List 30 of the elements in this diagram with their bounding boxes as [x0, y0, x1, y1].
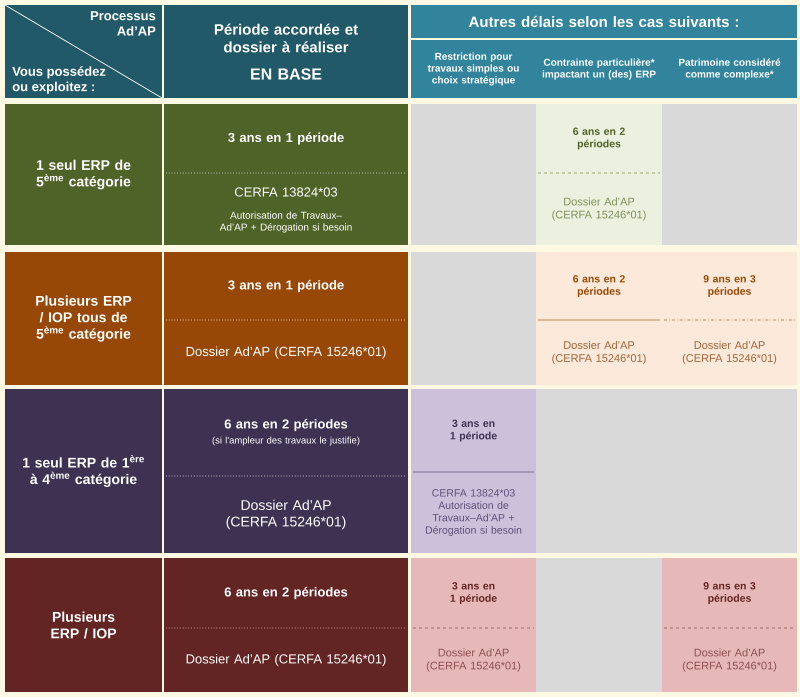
- header-cell: Autres délais selon les cas suivants :: [411, 5, 797, 38]
- header-cell: Période accordée et dossier à réaliser EN BASE: [164, 5, 408, 98]
- table-cell: 6 ans en 2 périodes (si l'ampleur des travaux le justifie): [164, 389, 408, 476]
- table-cell: Dossier Ad’AP (CERFA 15246*01): [662, 628, 797, 692]
- table-cell: CERFA 13824*03 Autorisation de Travaux–Ad’AP + Dérogation si besoin: [411, 472, 536, 553]
- header-cell: Processus Ad’AP Vous possédez ou exploitez :: [5, 5, 162, 98]
- table-cell: 1 seul ERP de 5$^{ème}$ catégorie: [5, 104, 162, 245]
- table-cell: Plusieurs ERP / IOP: [5, 558, 162, 692]
- header-cell: Contrainte particulière* impactant un (des) ERP: [536, 40, 662, 98]
- table-cell: 6 ans en 2 périodes: [536, 104, 662, 173]
- header-cell: Patrimoine considéré comme complexe*: [662, 40, 797, 98]
- table-cell: 6 ans en 2 périodes: [536, 252, 662, 320]
- table-cell: 1 seul ERP de 1$^{ère}$ à 4$^{ème}$ catégorie: [5, 389, 162, 553]
- table-cell: Dossier Ad’AP (CERFA 15246*01): [164, 628, 408, 692]
- table-cell: Dossier Ad’AP (CERFA 15246*01): [536, 320, 662, 385]
- table-cell: 9 ans en 3 périodes: [662, 558, 797, 628]
- table-cell: 9 ans en 3 périodes: [662, 252, 797, 320]
- table-cell: CERFA 13824*03 Autorisation de Travaux–Ad’AP + Dérogation si besoin: [164, 173, 408, 245]
- table-cell: 3 ans en 1 période: [411, 389, 536, 472]
- table-cell: Dossier Ad’AP (CERFA 15246*01): [536, 173, 662, 245]
- table-cell: 3 ans en 1 période: [164, 104, 408, 173]
- table-cell: Dossier Ad’AP (CERFA 15246*01): [164, 476, 408, 553]
- table-cell: Dossier Ad’AP (CERFA 15246*01): [411, 628, 536, 692]
- header-cell: Restriction pour travaux simples ou choix stratégique: [411, 40, 536, 98]
- table-cell: Plusieurs ERP / IOP tous de 5$^{ème}$ catégorie: [5, 252, 162, 385]
- table-cell: 3 ans en 1 période: [164, 252, 408, 320]
- table-cell: Dossier Ad’AP (CERFA 15246*01): [662, 320, 797, 385]
- table-cell: Dossier Ad’AP (CERFA 15246*01): [164, 320, 408, 385]
- table-cell: 3 ans en 1 période: [411, 558, 536, 628]
- table-cell: 6 ans en 2 périodes: [164, 558, 408, 628]
